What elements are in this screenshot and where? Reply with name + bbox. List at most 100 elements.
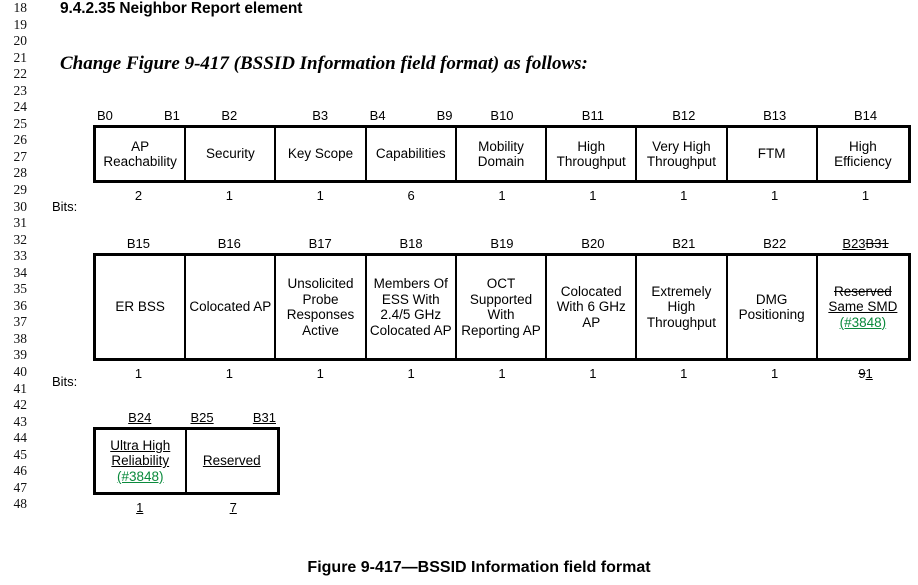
- bit-index-cell: B19: [457, 236, 548, 251]
- bit-field-cell: Security: [186, 128, 277, 180]
- bit-index-label-start: B0: [97, 108, 113, 123]
- bit-index-label-end-inserted: B31: [252, 410, 276, 425]
- bit-field-cell: ER BSS: [96, 256, 187, 358]
- line-number: 22: [13, 66, 28, 82]
- bit-field-label: Unsolicited Probe Responses Active: [286, 276, 355, 338]
- bit-index-cell: B24: [93, 410, 187, 425]
- bit-count-cell: 1: [638, 366, 729, 381]
- bit-count-value: 1: [316, 366, 324, 381]
- bit-index-cell: B10: [457, 108, 548, 123]
- bit-field-label-inserted: Reserved: [202, 453, 261, 469]
- bit-field-label: Capabilities: [375, 146, 446, 162]
- bit-field-cell: FTM: [728, 128, 818, 180]
- bit-field-cell: Members Of ESS With 2.4/5 GHz Colocated …: [367, 256, 457, 358]
- bit-count-value: 1: [498, 366, 506, 381]
- bit-count-cell: 1: [547, 188, 638, 203]
- bit-field-cell: Ultra High Reliability(#3848): [96, 430, 187, 492]
- line-number: 44: [13, 430, 28, 446]
- bit-field-cell: High Efficiency: [818, 128, 908, 180]
- bit-field-label: Key Scope: [287, 146, 354, 162]
- bit-field-cell: OCT Supported With Reporting AP: [457, 256, 548, 358]
- line-number: 26: [13, 132, 28, 148]
- bit-count-value: 6: [407, 188, 415, 203]
- line-number: 37: [13, 314, 28, 330]
- bit-index-label-start: B4: [369, 108, 386, 123]
- bit-field-revision-stack: Ultra High Reliability(#3848): [98, 438, 183, 485]
- bit-count-cell: 1: [547, 366, 638, 381]
- bit-count-value: 1: [771, 188, 779, 203]
- bit-field-cell: Unsolicited Probe Responses Active: [276, 256, 367, 358]
- line-number: 38: [13, 330, 28, 346]
- bit-field-cell: High Throughput: [547, 128, 638, 180]
- bit-count-value-inserted: 1: [865, 366, 873, 381]
- bit-count-value-revised: 91: [858, 366, 872, 381]
- bit-count-value: 1: [407, 366, 415, 381]
- bit-index-label: B20: [581, 236, 605, 251]
- line-number: 43: [13, 413, 28, 429]
- bit-count-cell: 1: [366, 366, 457, 381]
- line-number: 27: [13, 148, 28, 164]
- line-number: 29: [13, 182, 28, 198]
- bit-count-value: 1: [861, 188, 870, 203]
- bit-count-value-inserted: 1: [136, 500, 144, 515]
- bit-field-label-inserted: Ultra High Reliability: [110, 437, 171, 469]
- bit-count-cell: 1: [729, 188, 820, 203]
- bit-field-revision-stack: Reserved: [203, 453, 261, 469]
- bit-count-cell: 1: [184, 366, 275, 381]
- bit-count-value: 1: [316, 188, 324, 203]
- bit-index-label-inserted: B23: [842, 236, 866, 251]
- bit-count-cell: 7: [187, 500, 281, 515]
- line-number: 31: [13, 215, 28, 231]
- bit-index-cell: B18: [366, 236, 457, 251]
- comment-tag: (#3848): [116, 468, 164, 484]
- bit-index-label: B17: [308, 236, 332, 251]
- bit-count-cell: 1: [93, 366, 184, 381]
- bit-count-value-revised: 7: [230, 500, 237, 515]
- comment-tag: (#3848): [839, 314, 887, 330]
- bit-field-cell: Capabilities: [367, 128, 457, 180]
- bit-index-cell: B20: [547, 236, 638, 251]
- bit-field-label: AP Reachability: [103, 138, 177, 170]
- figure-caption: Figure 9-417—BSSID Information field for…: [307, 559, 651, 576]
- bit-index-label-end: B9: [436, 108, 453, 123]
- line-number: 18: [13, 0, 28, 15]
- bit-count-value: 1: [225, 188, 233, 203]
- line-number: 42: [13, 397, 28, 413]
- bit-field-label: Colocated AP: [189, 299, 272, 315]
- bit-field-table-row-1: AP Reachability Security Key Scope Capabili…: [93, 125, 911, 183]
- bit-field-cell: Key Scope: [276, 128, 367, 180]
- line-number: 36: [13, 297, 28, 313]
- bit-index-label: B22: [763, 236, 787, 251]
- line-number: 21: [13, 49, 28, 65]
- line-number: 39: [13, 347, 28, 363]
- bit-index-label-end: B1: [163, 108, 180, 123]
- bit-count-cell: 1: [93, 500, 187, 515]
- bit-index-cell: B2: [184, 108, 275, 123]
- bit-count-cell: 1: [638, 188, 729, 203]
- bit-count-value: 1: [680, 188, 688, 203]
- line-number: 20: [13, 33, 28, 49]
- bit-index-label-revised: B23B31: [842, 236, 888, 251]
- bit-field-label: OCT Supported With Reporting AP: [461, 276, 541, 338]
- bit-index-cell: B11: [547, 108, 638, 123]
- line-number: 41: [13, 380, 28, 396]
- bit-field-cell: DMG Positioning: [728, 256, 818, 358]
- bit-count-cell: 1: [820, 188, 911, 203]
- bit-index-label: B11: [581, 108, 604, 123]
- bit-count-cell: 1: [275, 366, 366, 381]
- bit-index-label: B15: [126, 236, 150, 251]
- bit-count-value: 2: [134, 188, 143, 203]
- bit-field-label: Security: [205, 146, 255, 162]
- bit-field-table-row-3: Ultra High Reliability(#3848) Reserved: [93, 427, 280, 495]
- bit-index-label: B13: [763, 108, 787, 123]
- bit-count-value-revised: 1: [136, 500, 143, 515]
- bit-count-value: 1: [134, 366, 143, 381]
- bit-index-label: B19: [490, 236, 514, 251]
- bit-index-cell: B3: [275, 108, 366, 123]
- bit-count-value: 1: [771, 366, 779, 381]
